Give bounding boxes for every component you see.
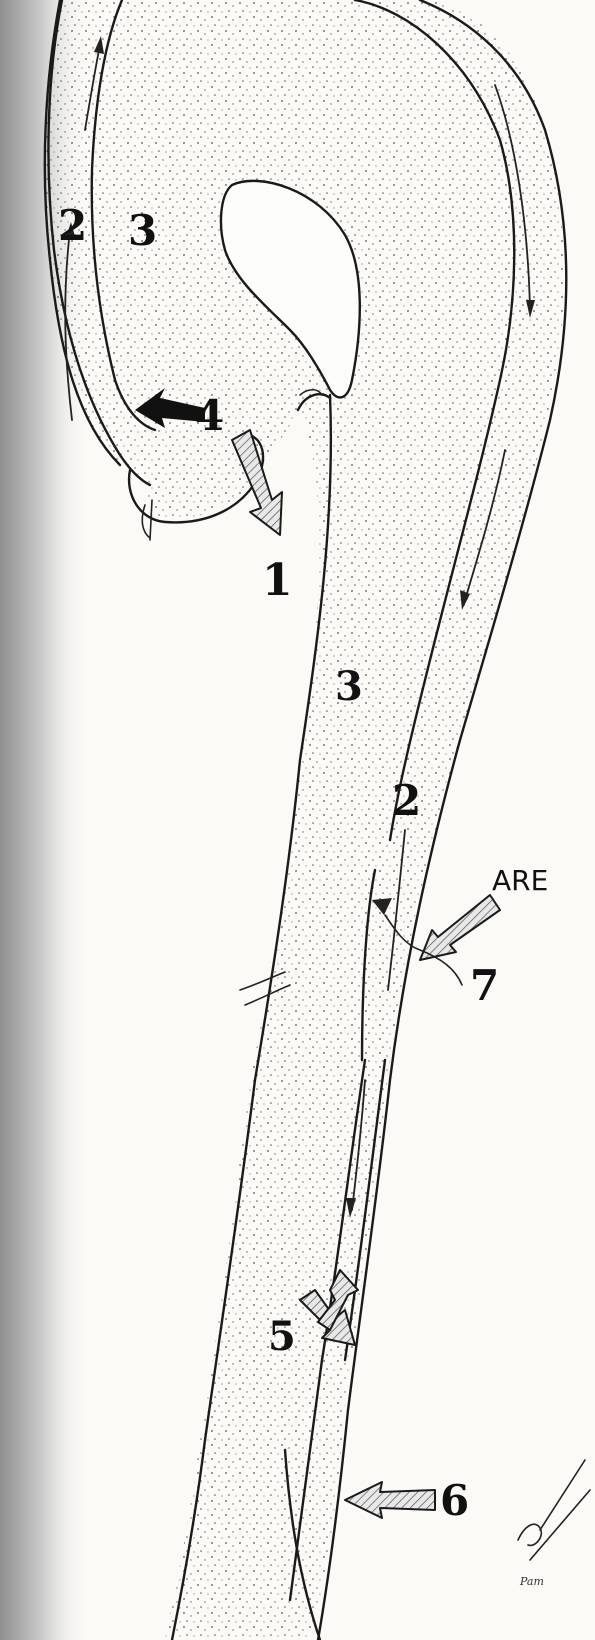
reentry-arrow-are <box>420 895 500 960</box>
label-1: 1 <box>262 555 293 606</box>
label-5: 5 <box>268 1313 296 1360</box>
label-are: ARE <box>492 864 548 897</box>
label-3-upper: 3 <box>128 206 157 255</box>
exit-arrow-6 <box>345 1482 435 1518</box>
label-4: 4 <box>195 391 224 440</box>
label-2-lower: 2 <box>392 776 421 825</box>
label-3-lower: 3 <box>335 663 363 710</box>
signature-text: Pam <box>519 1575 544 1588</box>
label-2-upper: 2 <box>58 201 87 250</box>
label-6: 6 <box>440 1476 469 1525</box>
label-7: 7 <box>470 961 499 1010</box>
artist-signature: Pam <box>518 1460 590 1588</box>
